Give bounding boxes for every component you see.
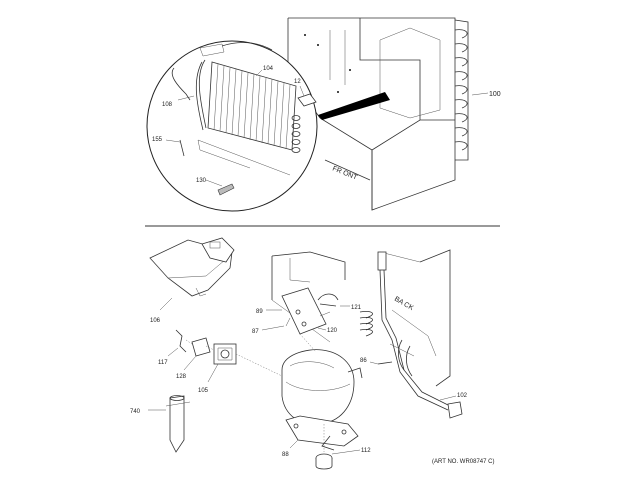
back-marking: BA CK: [393, 296, 415, 313]
callout-108: 108: [162, 102, 173, 108]
front-marking: FR ONT: [331, 165, 358, 182]
callout-86: 86: [360, 358, 367, 364]
compressor: [281, 349, 363, 451]
callout-89: 89: [256, 309, 263, 315]
callout-121: 121: [351, 305, 362, 311]
callout-105: 105: [198, 388, 209, 394]
compressor-bracket: [281, 287, 331, 335]
callout-120: 120: [327, 328, 338, 334]
callout-112: 112: [361, 448, 371, 454]
callout-117: 117: [158, 360, 168, 366]
condenser-coil: [454, 19, 469, 161]
callout-88: 88: [282, 452, 289, 458]
callout-130: 130: [196, 178, 207, 184]
callout-104: 104: [263, 66, 274, 72]
evaporator-coil: [195, 42, 301, 176]
part-130: [217, 183, 235, 196]
callout-155: 155: [152, 137, 163, 143]
part-128: [191, 337, 211, 357]
part-105: [213, 343, 237, 365]
callout-740: 740: [130, 409, 141, 415]
assembly-guides: [185, 333, 325, 452]
part-740: [165, 395, 191, 453]
callout-106: 106: [150, 318, 161, 324]
cabinet-base: [271, 249, 451, 387]
drain-pan: [149, 237, 235, 297]
detail-pointer: [318, 92, 390, 120]
wiring-harness: [377, 251, 463, 419]
part-86: [377, 361, 393, 365]
callout-12: 12: [294, 79, 301, 85]
callout-87: 87: [252, 329, 259, 335]
art-number: (ART NO. WR08747 C): [432, 459, 494, 465]
part-155: [179, 139, 185, 157]
callout-100: 100: [489, 91, 501, 98]
part-112: [315, 453, 333, 470]
tubing-coils: [359, 311, 373, 337]
callout-102: 102: [457, 393, 468, 399]
part-108: [171, 67, 191, 101]
callout-128: 128: [176, 374, 187, 380]
part-12: [297, 93, 317, 107]
part-117: [175, 329, 187, 353]
part-121: [317, 293, 339, 307]
